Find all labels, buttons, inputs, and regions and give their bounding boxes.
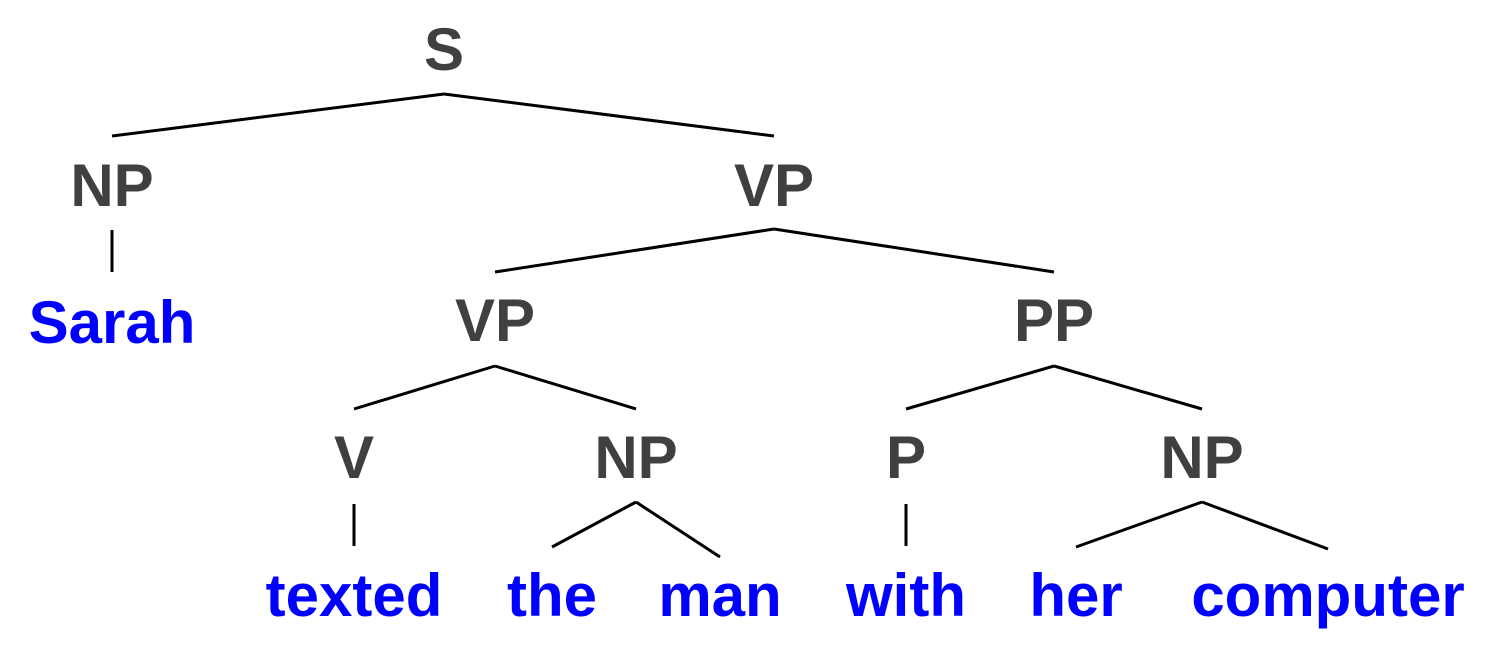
edge-s-vp [443,92,775,138]
edge-vp-vp [494,227,775,274]
word-computer: computer [1191,562,1464,629]
edge-vp-np [494,364,637,411]
node-s: S [424,16,464,83]
word-sarah: Sarah [29,289,196,356]
edge-np-computer [1201,500,1329,551]
word-with: with [845,562,966,629]
edge-vp-v [353,364,496,411]
edge-pp-p [905,364,1055,411]
word-her: her [1029,562,1122,629]
node-np-object: NP [594,424,677,491]
edge-vp-pp [773,227,1055,274]
edge-s-np [111,92,445,138]
node-np-pp-object: NP [1160,424,1243,491]
node-v: V [334,424,374,491]
node-pp: PP [1014,287,1094,354]
edge-np-her [1075,500,1203,549]
node-np-subject: NP [70,152,153,219]
edge-pp-np [1053,364,1203,411]
edge-np-man [635,500,721,559]
word-the: the [507,562,597,629]
word-man: man [658,562,781,629]
word-texted: texted [266,562,443,629]
node-vp-main: VP [734,152,814,219]
edge-np-the [551,500,637,549]
node-p: P [886,424,926,491]
node-vp-inner: VP [455,287,535,354]
